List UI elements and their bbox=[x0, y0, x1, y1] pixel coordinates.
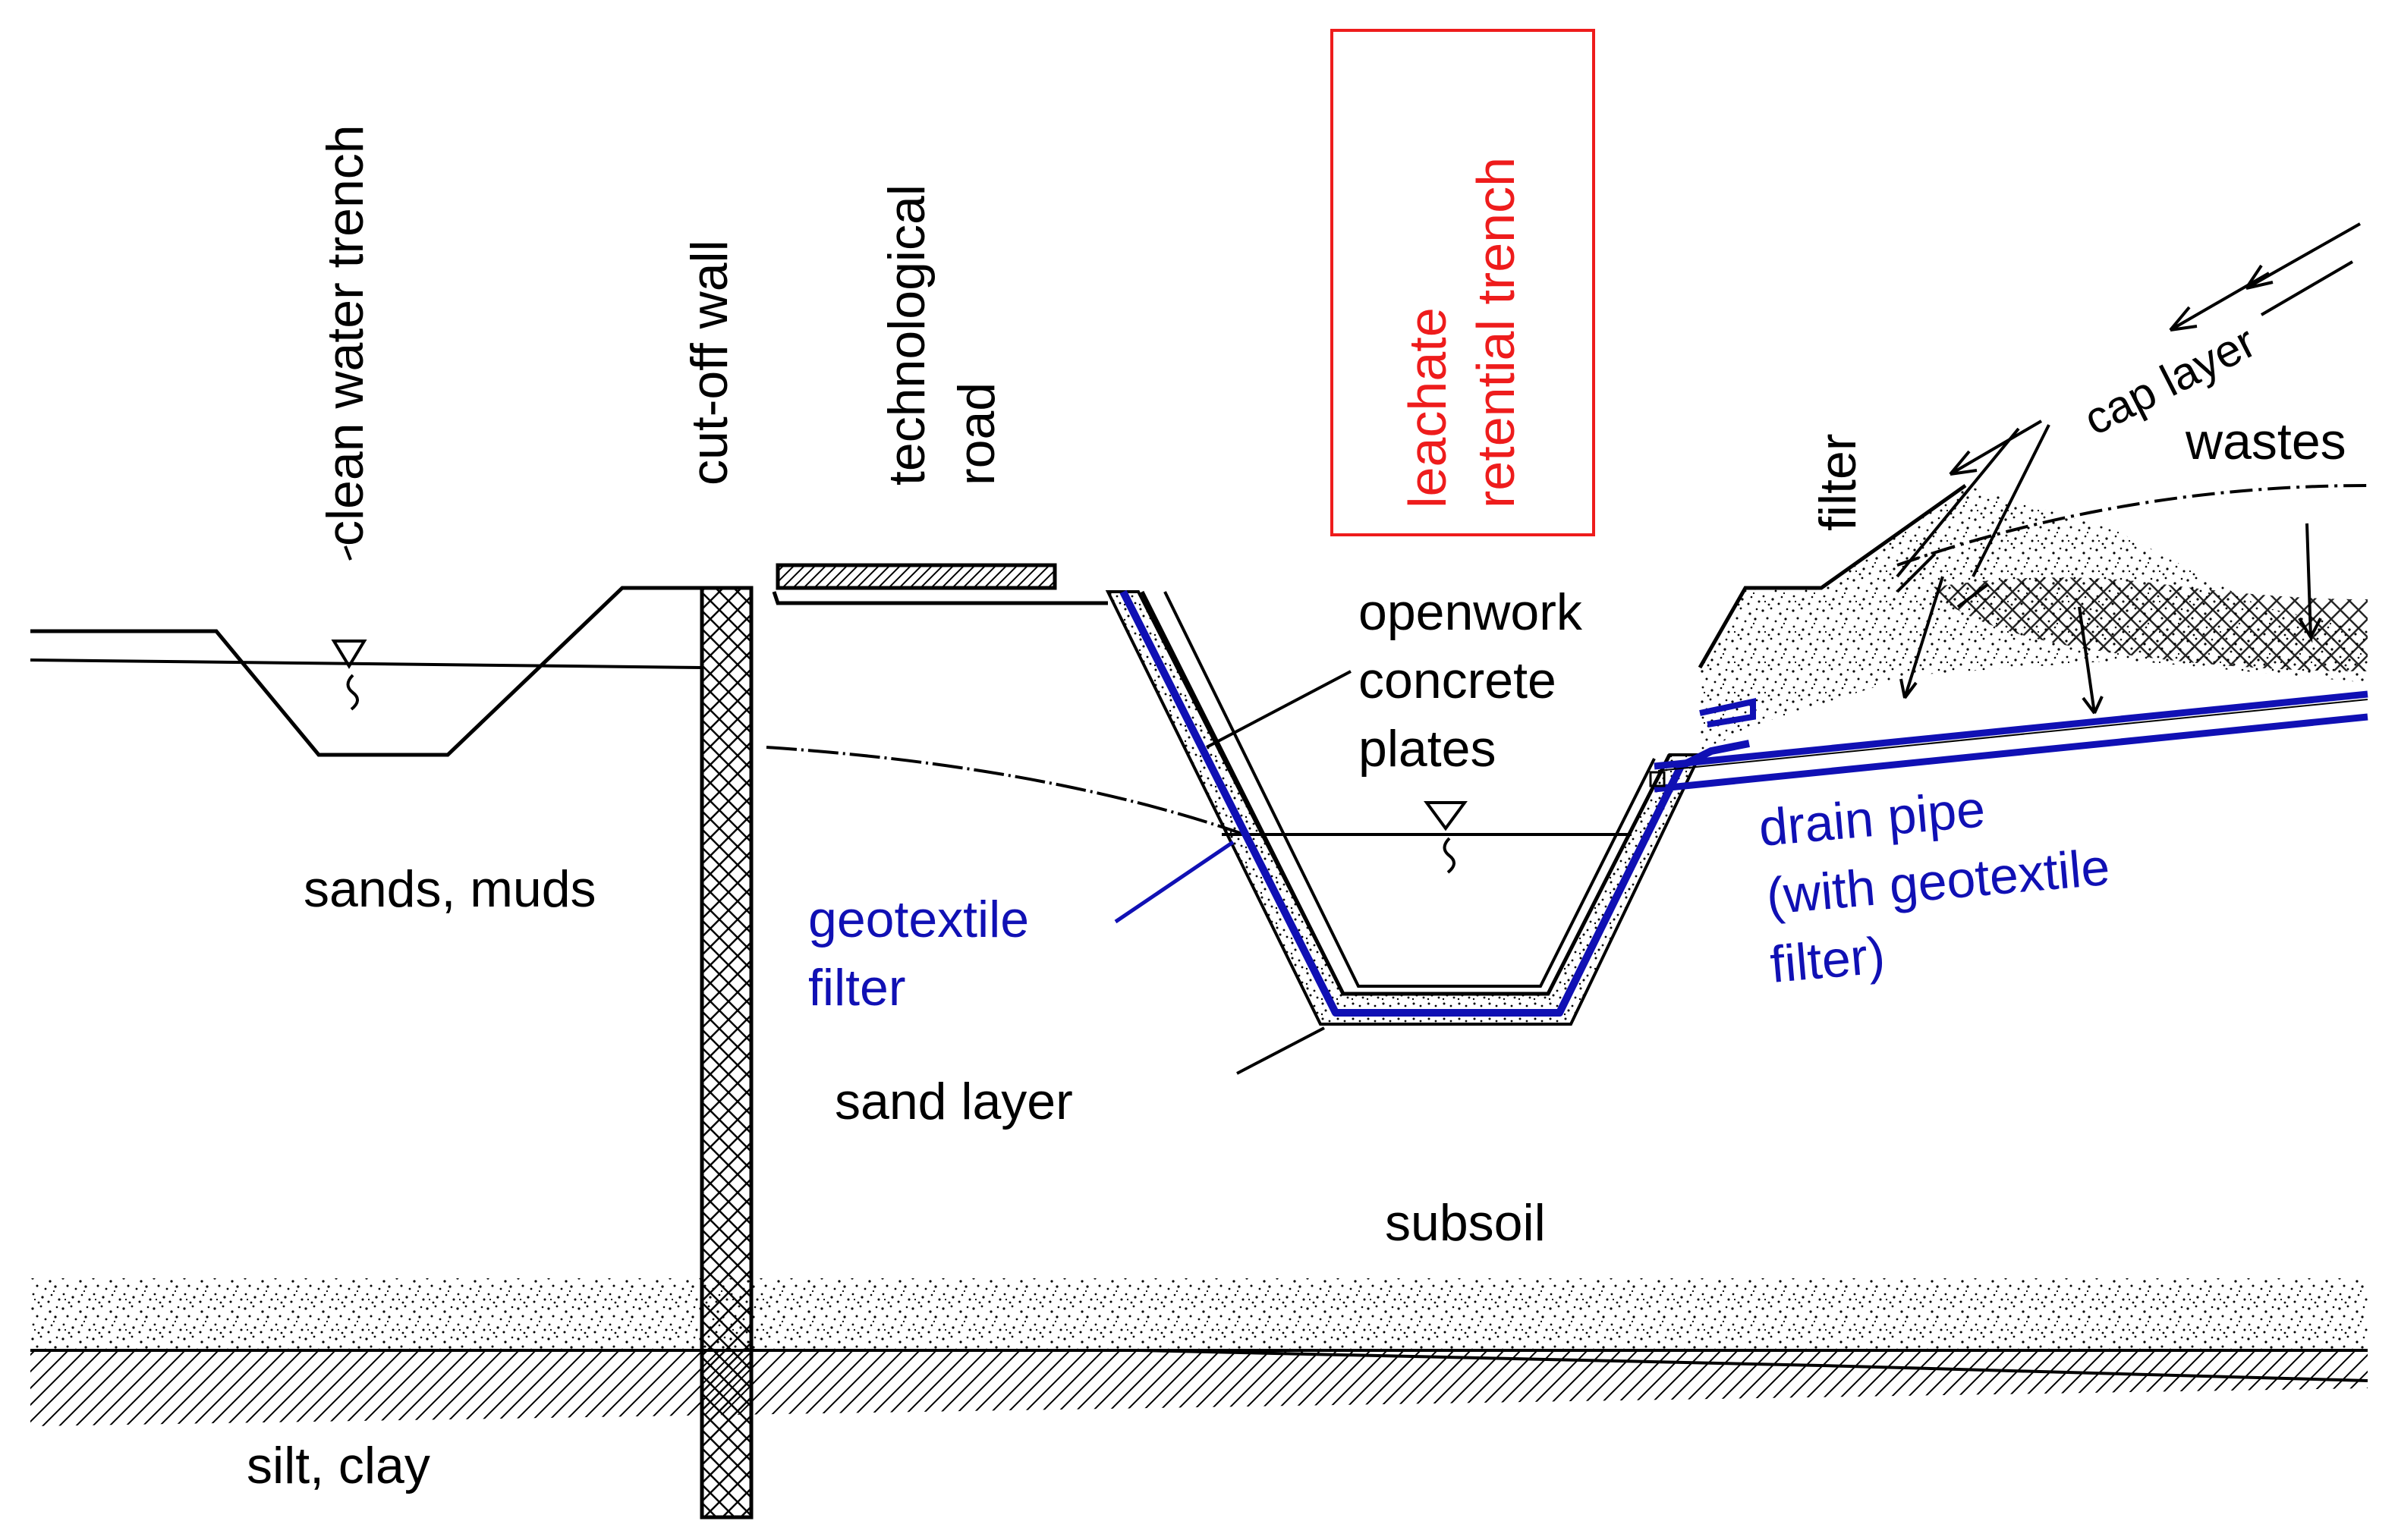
label-leachate-1: leachate bbox=[1398, 307, 1457, 508]
label-geotextile-2: filter bbox=[808, 959, 905, 1017]
leader-lines bbox=[1114, 670, 1352, 1075]
geotextile-filter-line bbox=[1119, 589, 1750, 1017]
cut-off-wall bbox=[700, 586, 754, 1520]
clean-water-trench bbox=[30, 586, 703, 757]
retention-trench bbox=[1105, 590, 1703, 1026]
label-openwork-1: openwork bbox=[1358, 583, 1583, 641]
label-openwork-2: concrete bbox=[1358, 652, 1556, 709]
waste-body bbox=[1896, 484, 2368, 671]
groundwater-line bbox=[766, 746, 1632, 836]
label-geotextile-1: geotextile bbox=[808, 891, 1029, 948]
label-drain-1: drain pipe bbox=[1757, 780, 1987, 857]
label-cut-off-wall: cut-off wall bbox=[681, 240, 738, 486]
label-filter-top: filter bbox=[1809, 434, 1867, 531]
label-clean-water-trench: clean water trench bbox=[316, 124, 374, 546]
water-level-marker-left bbox=[331, 640, 367, 711]
silt-clay-layer bbox=[30, 1349, 2368, 1426]
label-sand-layer: sand layer bbox=[835, 1073, 1073, 1130]
label-leachate-2: retential trench bbox=[1466, 157, 1525, 508]
label-technological-road-2: road bbox=[948, 382, 1005, 486]
label-openwork-3: plates bbox=[1358, 720, 1496, 778]
label-technological-road-1: technological bbox=[878, 184, 936, 486]
label-silt-clay: silt, clay bbox=[247, 1437, 430, 1494]
label-drain-3: filter) bbox=[1768, 926, 1887, 994]
label-wastes: wastes bbox=[2185, 413, 2346, 470]
label-subsoil: subsoil bbox=[1385, 1194, 1546, 1252]
water-level-trench bbox=[1222, 801, 1632, 874]
label-sands-muds: sands, muds bbox=[304, 860, 596, 918]
technological-road bbox=[772, 563, 1108, 605]
leachate-trench-label-box bbox=[1330, 29, 1595, 536]
flow-arrows bbox=[1896, 222, 2361, 715]
drain-pipe bbox=[1649, 690, 2368, 793]
bottom-sand-band bbox=[30, 1278, 2368, 1352]
